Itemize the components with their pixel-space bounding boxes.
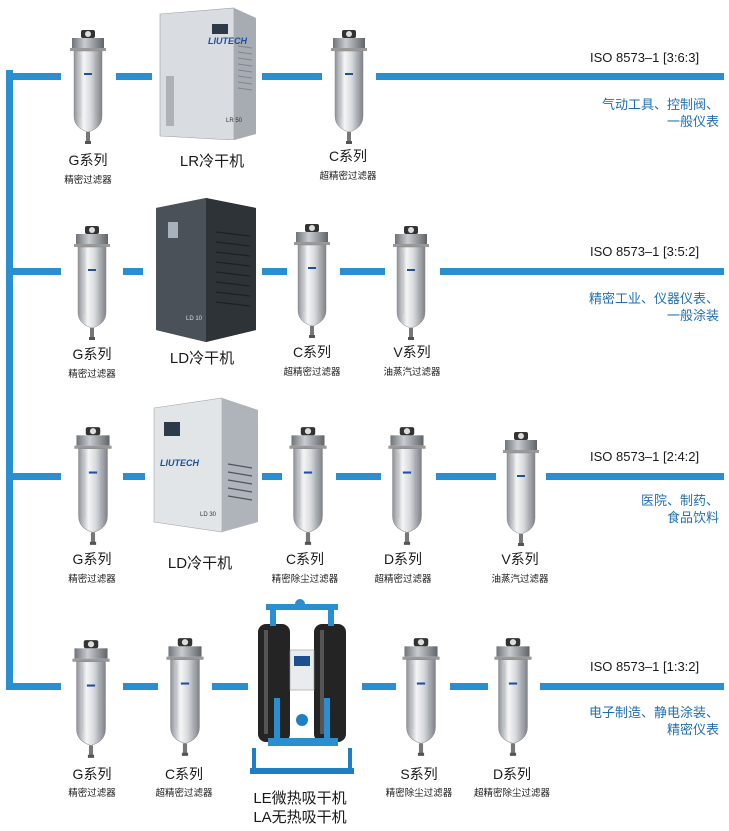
- row1-c-sub: 超精密过滤器: [319, 171, 377, 182]
- row2-v-name: V系列: [393, 344, 431, 360]
- row2-branch-seg2: [262, 268, 287, 275]
- row2-c-name: C系列: [292, 344, 332, 360]
- row3-v-filter-icon: [498, 430, 544, 550]
- row2-branch-lead: [6, 268, 61, 275]
- row4-iso-class: ISO 8573–1 [1:3:2]: [590, 659, 700, 674]
- row2-ld-name: LD冷干机: [169, 350, 235, 367]
- row1-brand-label: LIUTECH: [208, 36, 247, 46]
- row2-application-line2: 一般涂装: [666, 308, 719, 323]
- row4-d-sub: 超精密除尘过滤器: [473, 788, 551, 799]
- row4-s-filter-icon: [398, 636, 444, 760]
- row1-g-name: G系列: [68, 152, 108, 168]
- row3-g-filter-icon: [70, 425, 116, 549]
- row1-branch-lead: [6, 73, 61, 80]
- row1-c-name: C系列: [328, 148, 368, 164]
- row2-g-sub: 精密过滤器: [68, 369, 116, 380]
- row3-c-sub: 精密除尘过滤器: [271, 574, 339, 585]
- row4-c-name: C系列: [164, 766, 204, 782]
- row4-le-name: LE微热吸干机: [253, 790, 347, 807]
- row4-branch-lead: [6, 683, 61, 690]
- row1-branch-out: [376, 73, 724, 80]
- row4-s-sub: 精密除尘过滤器: [385, 788, 453, 799]
- row2-branch-seg1: [123, 268, 143, 275]
- row4-g-sub: 精密过滤器: [68, 788, 116, 799]
- row4-branch-seg3: [362, 683, 396, 690]
- row2-branch-out: [440, 268, 724, 275]
- row2-machine-tag: LD 10: [186, 316, 203, 322]
- row3-g-name: G系列: [72, 551, 112, 567]
- row1-application-line1: 气动工具、控制阀、: [601, 97, 719, 112]
- row4-c-filter-icon: [162, 636, 208, 760]
- row3-v-sub: 油蒸汽过滤器: [491, 574, 549, 585]
- row1-c-filter-icon: [327, 28, 371, 148]
- row3-c-filter-icon: [285, 425, 331, 549]
- row2-ld-dryer-icon: [156, 198, 256, 342]
- row3-d-sub: 超精密过滤器: [374, 574, 432, 585]
- row3-branch-seg1: [123, 473, 145, 480]
- row2-iso-class: ISO 8573–1 [3:5:2]: [590, 244, 700, 259]
- row3-branch-out: [546, 473, 724, 480]
- row2-application-line1: 精密工业、仪器仪表、: [588, 291, 719, 306]
- row3-branch-seg2: [262, 473, 282, 480]
- row3-branch-seg4: [436, 473, 496, 480]
- row4-d-filter-icon: [490, 636, 536, 760]
- row1-branch-seg2: [262, 73, 322, 80]
- row3-branch-seg3: [336, 473, 381, 480]
- row1-branch-seg1: [116, 73, 152, 80]
- row1-lr-dryer-icon: [159, 7, 256, 140]
- row3-v-name: V系列: [501, 551, 539, 567]
- row4-adsorption-dryer-icon: [250, 599, 354, 774]
- row1-iso-class: ISO 8573–1 [3:6:3]: [590, 50, 700, 65]
- row2-v-filter-icon: [388, 224, 434, 344]
- row4-branch-seg4: [450, 683, 488, 690]
- main-pipe: [6, 70, 13, 690]
- row4-d-name: D系列: [492, 766, 532, 782]
- row1-lr-name: LR冷干机: [179, 153, 245, 170]
- row1-g-sub: 精密过滤器: [64, 175, 112, 186]
- row1-g-filter-icon: [66, 28, 110, 148]
- row4-g-filter-icon: [68, 638, 114, 762]
- row3-d-filter-icon: [384, 425, 430, 549]
- row4-branch-out: [540, 683, 724, 690]
- row3-g-sub: 精密过滤器: [68, 574, 116, 585]
- row2-c-filter-icon: [289, 222, 335, 342]
- row3-ld-dryer-icon: [153, 397, 258, 533]
- row3-c-name: C系列: [285, 551, 325, 567]
- row4-la-name: LA无热吸干机: [253, 809, 347, 826]
- row2-branch-seg3: [340, 268, 385, 275]
- row3-application-line2: 食品饮料: [666, 510, 719, 525]
- row2-g-name: G系列: [72, 346, 112, 362]
- row3-brand-label: LIUTECH: [160, 458, 199, 468]
- row3-application: 医院、制药、 食品饮料: [641, 492, 719, 526]
- row1-machine-tag: LR 50: [226, 118, 243, 124]
- row4-g-name: G系列: [72, 766, 112, 782]
- row4-branch-seg1: [123, 683, 158, 690]
- row4-application-line2: 精密仪表: [666, 722, 719, 737]
- row4-s-name: S系列: [400, 766, 438, 782]
- row3-ld-name: LD冷干机: [167, 555, 233, 572]
- row1-application: 气动工具、控制阀、 一般仪表: [602, 96, 719, 130]
- row3-branch-lead: [6, 473, 61, 480]
- row4-application-line1: 电子制造、静电涂装、: [588, 705, 719, 720]
- row2-c-sub: 超精密过滤器: [283, 367, 341, 378]
- row4-application: 电子制造、静电涂装、 精密仪表: [589, 704, 719, 738]
- row2-v-sub: 油蒸汽过滤器: [383, 367, 441, 378]
- row3-iso-class: ISO 8573–1 [2:4:2]: [590, 449, 700, 464]
- row2-application: 精密工业、仪器仪表、 一般涂装: [589, 290, 719, 324]
- row1-application-line2: 一般仪表: [666, 114, 719, 129]
- row3-application-line1: 医院、制药、: [640, 493, 719, 508]
- row4-branch-seg2: [212, 683, 248, 690]
- row2-g-filter-icon: [70, 224, 114, 344]
- row3-machine-tag: LD 30: [200, 512, 217, 518]
- row3-d-name: D系列: [383, 551, 423, 567]
- row4-c-sub: 超精密过滤器: [155, 788, 213, 799]
